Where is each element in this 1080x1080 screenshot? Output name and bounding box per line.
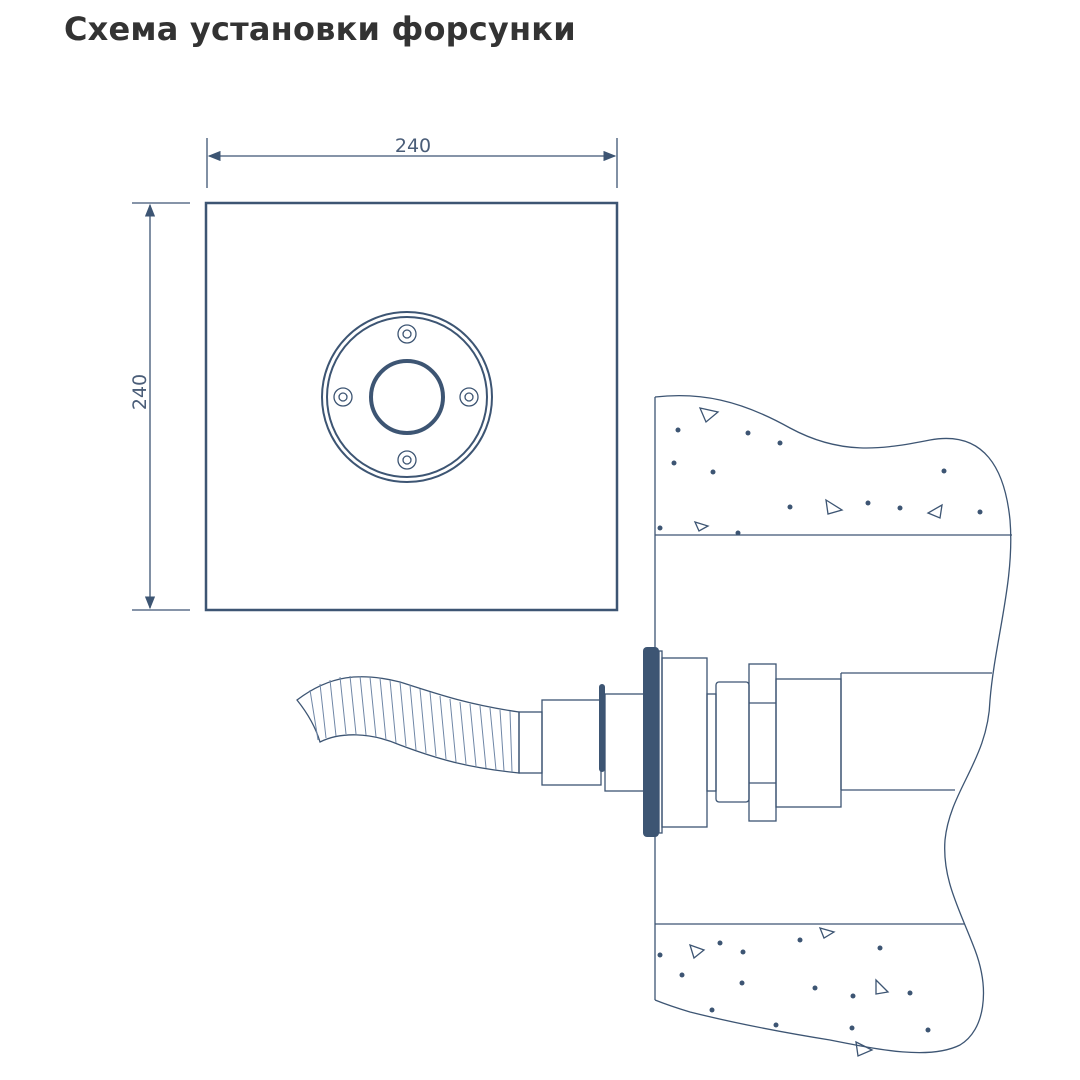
height-label: 240 [129,374,151,410]
nut [748,663,777,822]
screw-icon [333,324,479,470]
height-dimension: 240 [129,202,190,611]
o-ring [599,684,605,772]
nozzle-front-view [204,201,619,612]
page-title: Схема установки форсунки [64,10,576,48]
width-label: 240 [395,135,431,157]
corrugated-hose [296,675,520,774]
nozzle-side-view [296,647,842,837]
wall-section [654,394,1012,1057]
flange [643,647,659,837]
width-dimension: 240 [206,135,618,188]
concrete-aggregate [657,407,983,1057]
